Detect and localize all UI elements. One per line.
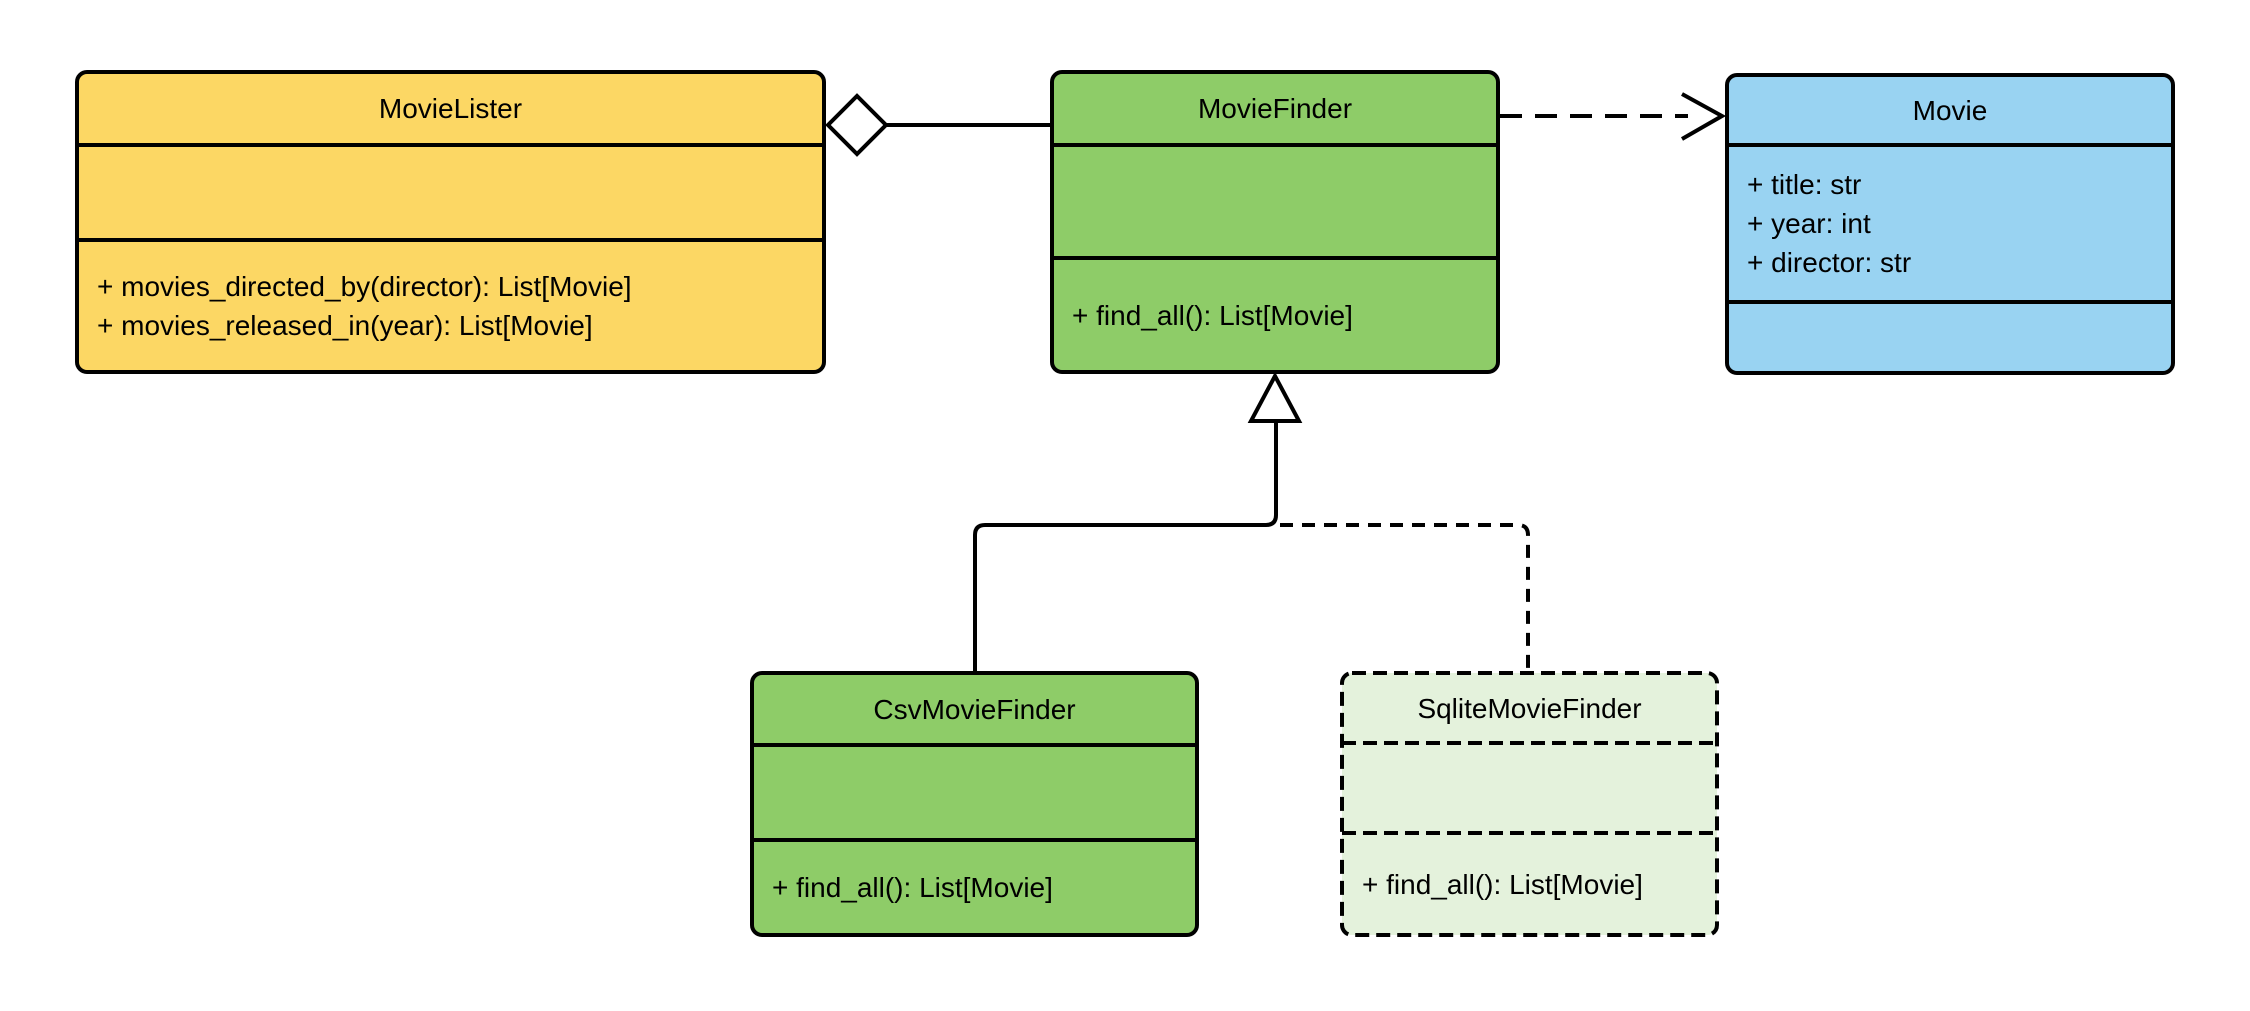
class-title: Movie xyxy=(1912,94,1988,126)
generalization-dashed-connector xyxy=(1280,523,1530,671)
class-methods: + movies_directed_by(director): List[Mov… xyxy=(77,240,824,372)
class-method: + movies_released_in(year): List[Movie] xyxy=(97,310,593,341)
class-box-movie xyxy=(1725,73,2175,375)
class-title: CsvMovieFinder xyxy=(873,693,1076,725)
class-title: MovieFinder xyxy=(1197,93,1353,124)
class-methods: + find_all(): List[Movie] xyxy=(752,840,1197,935)
aggregation-diamond xyxy=(825,93,889,157)
class-method: + find_all(): List[Movie] xyxy=(772,872,1053,903)
class-box-csvmoviefinder xyxy=(750,671,1199,937)
generalization-solid-connector xyxy=(973,421,1278,671)
class-methods: + find_all(): List[Movie] xyxy=(1052,258,1498,372)
generalization-triangle xyxy=(1247,371,1303,423)
diagram-shapes xyxy=(75,70,2175,937)
class-title: MovieLister xyxy=(378,93,523,124)
class-attributes: + title: str + year: int + director: str xyxy=(1727,145,2173,302)
class-method: + find_all(): List[Movie] xyxy=(1072,299,1353,331)
class-attribute: + title: str xyxy=(1747,169,1862,200)
class-attribute: + year: int xyxy=(1747,208,1871,239)
class-box-sqlitemoviefinder xyxy=(1340,671,1719,937)
class-attribute: + director: str xyxy=(1747,247,1912,278)
class-method: + movies_directed_by(director): List[Mov… xyxy=(97,271,632,302)
class-methods: + find_all(): List[Movie] xyxy=(1342,833,1717,935)
class-method: + find_all(): List[Movie] xyxy=(1362,868,1643,900)
class-title: SqliteMovieFinder xyxy=(1417,692,1642,724)
dependency-arrowhead xyxy=(1681,92,1727,141)
